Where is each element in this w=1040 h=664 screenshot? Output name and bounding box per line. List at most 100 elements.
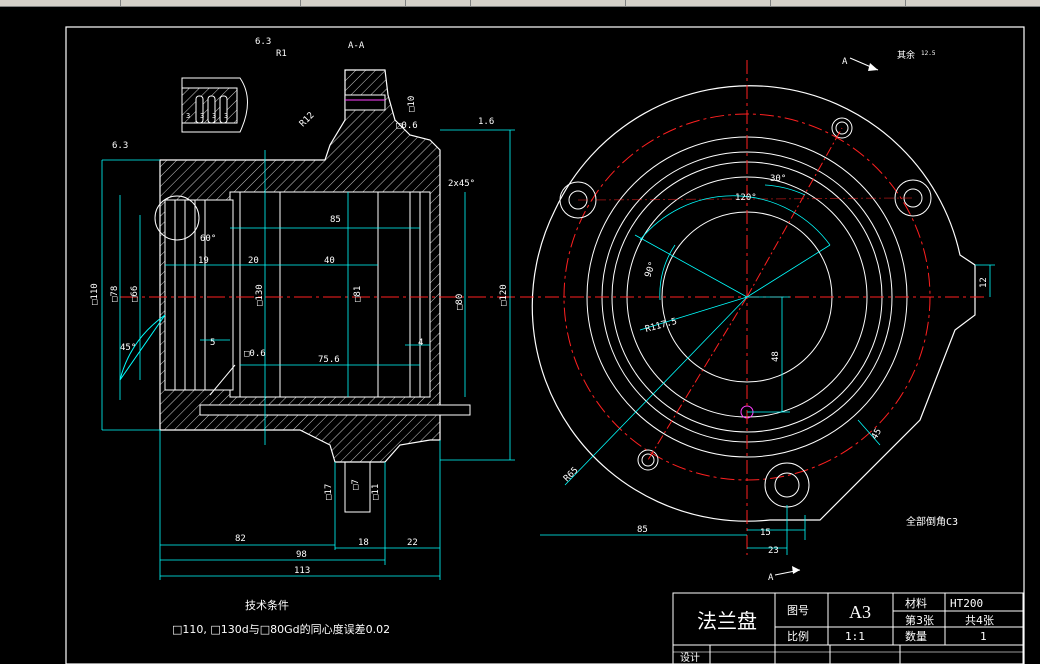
toolbar-divider bbox=[405, 0, 406, 6]
toolbar-divider bbox=[470, 0, 471, 6]
dim-10: □10 bbox=[407, 96, 417, 112]
material-value: HT200 bbox=[950, 597, 983, 610]
dim-78: □78 bbox=[110, 286, 120, 302]
tech-req-text: □110, □130d与□80Gd的同心度误差0.02 bbox=[172, 622, 390, 636]
dim-06: □0.6 bbox=[244, 349, 266, 359]
sheet-size: A3 bbox=[849, 602, 871, 622]
dim-line-45 bbox=[857, 419, 881, 446]
radius-117-leader bbox=[639, 296, 748, 331]
dim-15: 15 bbox=[760, 528, 771, 538]
dim-48: 48 bbox=[771, 351, 781, 362]
dim-66: □66 bbox=[130, 286, 140, 302]
radius-117-label: R117.5 bbox=[644, 317, 678, 335]
scale-value: 1:1 bbox=[845, 630, 865, 643]
angle-leg bbox=[746, 244, 831, 298]
qty-label: 数量 bbox=[905, 630, 927, 643]
dim-81: □81 bbox=[353, 286, 363, 302]
dim-23: 23 bbox=[768, 546, 779, 556]
angle-leg bbox=[634, 234, 748, 298]
dim-45: 45 bbox=[870, 427, 884, 441]
dim-80: □80 bbox=[455, 294, 465, 310]
dim-17: □17 bbox=[324, 484, 334, 500]
dim-7: □7 bbox=[351, 479, 361, 490]
dim-06-top: □0.6 bbox=[396, 121, 418, 131]
bottom-boss bbox=[344, 461, 371, 513]
bolt-hole-counterbore bbox=[764, 462, 810, 508]
detail-dim: 3 bbox=[200, 112, 204, 120]
pin-hole-inner bbox=[835, 121, 849, 135]
toolbar-divider bbox=[905, 0, 906, 6]
angle-90-label: 90° bbox=[643, 260, 658, 279]
dim-r12: R12 bbox=[298, 111, 317, 130]
dim-113: 113 bbox=[294, 566, 310, 576]
bolt-hole-counterbore bbox=[559, 181, 597, 219]
sheet-label: 第3张 bbox=[905, 613, 934, 627]
angle-arc-90 bbox=[659, 244, 676, 301]
angle-ext-line bbox=[119, 314, 166, 381]
left-dimensions bbox=[101, 129, 515, 580]
chamfer-note: 全部倒角C3 bbox=[906, 515, 958, 528]
title-block bbox=[672, 592, 1024, 664]
design-label: 设计 bbox=[680, 651, 700, 664]
detail-groove bbox=[207, 95, 216, 124]
toolbar-divider bbox=[625, 0, 626, 6]
angle-arc-120 bbox=[639, 195, 831, 246]
drawing-no-label: 图号 bbox=[787, 604, 809, 617]
detail-groove bbox=[195, 95, 204, 124]
dim-4: 4 bbox=[418, 338, 423, 348]
oil-passage bbox=[199, 404, 471, 416]
angle-arc-30 bbox=[764, 184, 806, 196]
angle-30-label: 30° bbox=[770, 174, 786, 184]
toolbar-divider bbox=[120, 0, 121, 6]
pin-hole bbox=[831, 117, 853, 139]
dim-82: 82 bbox=[235, 534, 246, 544]
angle-120-label: 120° bbox=[735, 193, 757, 203]
radial-centerline bbox=[647, 296, 748, 461]
detail-callout-circle bbox=[154, 195, 200, 241]
view-arrow-head bbox=[868, 63, 878, 71]
roughness-note: 其余 bbox=[897, 49, 915, 61]
dim-75: 75.6 bbox=[318, 355, 340, 365]
toolbar-divider bbox=[770, 0, 771, 6]
dim-85-right: 85 bbox=[637, 525, 648, 535]
scale-label: 比例 bbox=[787, 629, 809, 643]
angle-60: 60° bbox=[200, 234, 216, 244]
drawing-border bbox=[65, 26, 1025, 664]
part-name: 法兰盘 bbox=[697, 609, 757, 633]
boss-hole bbox=[344, 94, 386, 111]
chamfer-label: 2x45° bbox=[448, 179, 475, 189]
dim-12: 12 bbox=[979, 277, 989, 288]
dim-22: 22 bbox=[407, 538, 418, 548]
view-arrow-label-top: A bbox=[842, 57, 848, 67]
dim-18: 18 bbox=[358, 538, 369, 548]
bolt-holes bbox=[559, 117, 932, 508]
dim-110: □110 bbox=[90, 283, 100, 305]
title-block-frame bbox=[672, 592, 1024, 664]
front-view bbox=[520, 57, 995, 576]
detail-dim: 3 bbox=[224, 112, 228, 120]
detail-dim: 3 bbox=[212, 112, 216, 120]
section-view: 3 3 3 3 bbox=[119, 69, 515, 513]
radius-65-leader bbox=[564, 296, 748, 486]
dim-40: 40 bbox=[324, 256, 335, 266]
dim-98: 98 bbox=[296, 550, 307, 560]
bore-cavity bbox=[229, 191, 431, 398]
dim-5: 5 bbox=[210, 338, 215, 348]
dim-85: 85 bbox=[330, 215, 341, 225]
roughness-left: 6.3 bbox=[112, 141, 128, 151]
view-arrow-head bbox=[792, 566, 800, 574]
chamfer-line bbox=[209, 364, 236, 396]
angle-45: 45° bbox=[120, 343, 136, 353]
radial-centerline bbox=[577, 197, 914, 201]
view-arrow-label-bottom: A bbox=[768, 573, 774, 583]
roughness-right: 1.6 bbox=[478, 117, 494, 127]
material-label: 材料 bbox=[905, 596, 927, 610]
radius-65-label: R65 bbox=[562, 466, 581, 485]
toolbar-divider bbox=[300, 0, 301, 6]
bolt-hole bbox=[774, 472, 800, 498]
dim-19: 19 bbox=[198, 256, 209, 266]
detail-dim: 3 bbox=[186, 112, 190, 120]
pin-hole-inner bbox=[641, 453, 655, 467]
dim-11: □11 bbox=[371, 484, 381, 500]
